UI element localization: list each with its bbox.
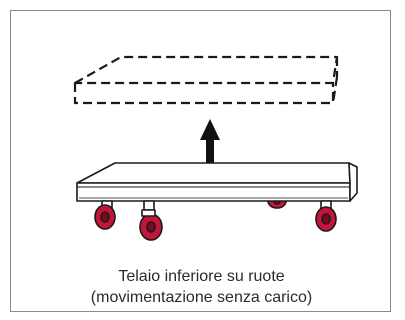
front-wheel-left [94,200,116,230]
up-arrow-icon [200,119,220,172]
dolly-illustration [73,55,358,241]
front-wheel-right [315,200,337,232]
wheeled-dolly-icon [76,162,358,241]
front-wheel-mid [139,200,163,241]
dashed-panel-icon [73,55,339,105]
figure-frame: Telaio inferiore su ruote (movimentazion… [10,10,391,312]
caption-line-1: Telaio inferiore su ruote [118,268,285,285]
caption-line-2: (movimentazione senza carico) [90,289,313,306]
figure-caption: Telaio inferiore su ruote (movimentazion… [11,266,392,308]
